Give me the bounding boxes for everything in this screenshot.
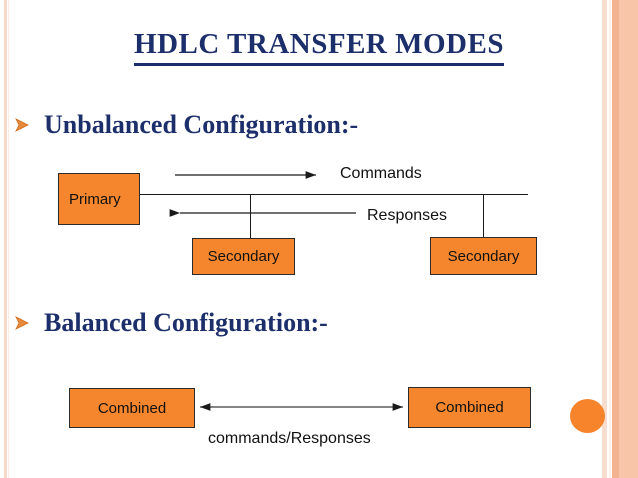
drop-line-secondary-2 — [483, 194, 484, 237]
node-secondary-1: Secondary — [192, 238, 295, 275]
triangle-right-icon — [12, 313, 32, 333]
node-combined-1: Combined — [69, 388, 195, 428]
slide-title-text: HDLC TRANSFER MODES — [134, 28, 504, 66]
triangle-right-icon — [12, 115, 32, 135]
node-secondary-2: Secondary — [430, 237, 537, 275]
right-stripe-2 — [609, 0, 611, 478]
drop-line-secondary-1 — [250, 194, 251, 238]
left-border-stripe-inner — [8, 0, 9, 478]
node-secondary-2-label: Secondary — [447, 247, 520, 265]
right-border-decoration — [598, 0, 638, 478]
node-combined-2: Combined — [408, 387, 531, 428]
node-secondary-1-label: Secondary — [207, 248, 280, 265]
node-combined-2-label: Combined — [435, 399, 504, 416]
right-stripe-3 — [612, 0, 619, 478]
flow-label-commands: Commands — [340, 165, 422, 182]
bullet-label-unbalanced: Unbalanced Configuration:- — [44, 110, 359, 139]
flow-label-commands-responses: commands/Responses — [208, 430, 371, 447]
right-stripe-1 — [602, 0, 607, 478]
right-stripe-4 — [619, 0, 638, 478]
bus-line-horizontal — [140, 194, 528, 195]
node-primary: Primary — [58, 173, 140, 225]
bullet-label-balanced: Balanced Configuration:- — [44, 308, 328, 337]
bullet-item-balanced: Balanced Configuration:- — [12, 308, 328, 338]
node-combined-1-label: Combined — [97, 399, 167, 417]
slide-title: HDLC TRANSFER MODES — [0, 28, 638, 66]
decorative-orange-circle — [570, 399, 605, 433]
bullet-item-unbalanced: Unbalanced Configuration:- — [12, 110, 358, 140]
flow-label-responses: Responses — [367, 207, 448, 224]
left-border-stripe — [4, 0, 7, 478]
node-primary-label: Primary — [69, 190, 121, 208]
